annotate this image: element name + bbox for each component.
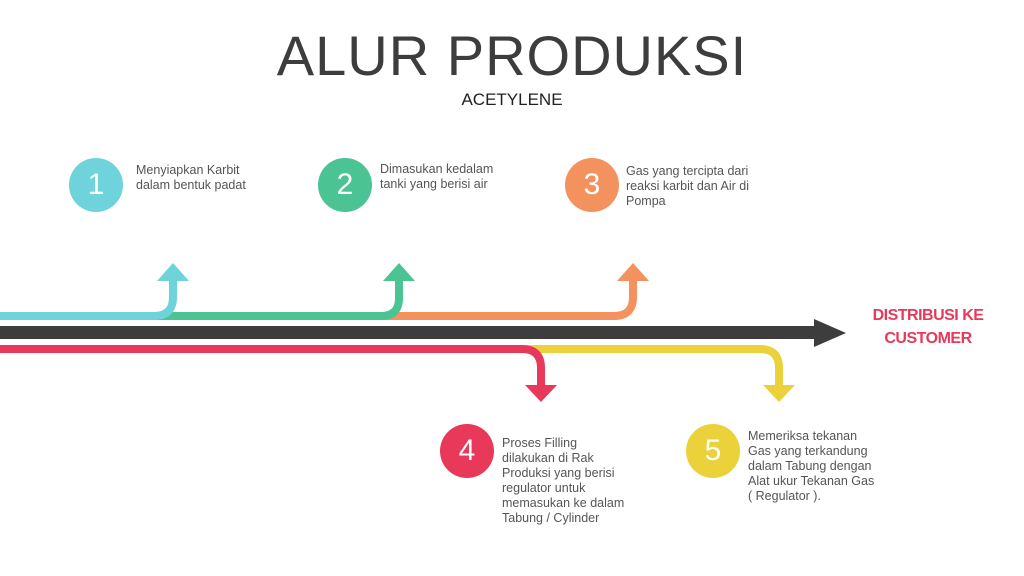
step-3-text: Gas yang tercipta dari reaksi karbit dan… [626,164,749,208]
step-1-text: Menyiapkan Karbit dalam bentuk padat [136,163,246,192]
flow-line-4 [0,345,545,385]
arrowhead-down-5 [763,385,795,402]
step-1-number: 1 [69,158,123,212]
page-subtitle: ACETYLENE [461,90,563,109]
step-2-text: Dimasukan kedalam tanki yang berisi air [380,162,494,191]
arrowhead-up-1 [157,263,189,281]
flow-line-2 [150,281,403,320]
step-2-number: 2 [318,158,372,212]
flow-line-5 [525,345,783,385]
destination-label: DISTRIBUSI KE CUSTOMER [872,307,984,347]
main-flow-line [0,326,816,339]
step-5-text: Memeriksa tekanan Gas yang terkandung da… [748,429,875,503]
step-4-text: Proses Filling dilakukan di Rak Produksi… [502,436,625,525]
main-arrowhead [814,319,846,347]
arrowhead-down-4 [525,385,557,402]
flow-line-1 [0,281,177,320]
step-4-number: 4 [440,424,494,478]
arrowhead-up-2 [383,263,415,281]
step-5-number: 5 [686,424,740,478]
flow-line-3 [380,281,637,320]
arrowhead-up-3 [617,263,649,281]
page-title: ALUR PRODUKSI [276,24,748,87]
step-3-number: 3 [565,158,619,212]
